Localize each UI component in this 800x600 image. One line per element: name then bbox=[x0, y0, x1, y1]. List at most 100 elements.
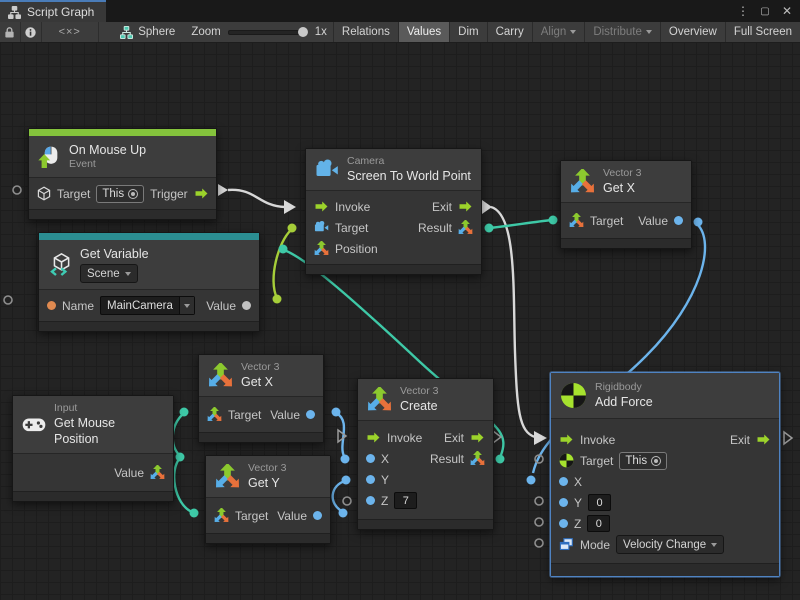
float-port-dot[interactable] bbox=[559, 477, 568, 486]
graph-breadcrumb[interactable]: Sphere bbox=[110, 26, 185, 39]
object-port-dot[interactable] bbox=[242, 301, 251, 310]
port-getx-mid-target-in[interactable] bbox=[180, 408, 189, 417]
wire-trigger-to-invoke bbox=[228, 190, 285, 207]
vector3-icon bbox=[207, 407, 222, 422]
port-create-y-in[interactable] bbox=[342, 476, 351, 485]
distribute-dropdown[interactable]: Distribute bbox=[584, 22, 660, 42]
port-camera-target-in[interactable] bbox=[288, 224, 297, 233]
code-view-button[interactable]: <×> bbox=[42, 22, 99, 42]
node-get-x-mid[interactable]: Vector 3 Get X Target Value bbox=[198, 354, 324, 443]
port-label-value: Value bbox=[277, 509, 307, 523]
mouse-up-icon bbox=[38, 145, 61, 168]
port-addforce-target-in-empty[interactable] bbox=[535, 455, 543, 463]
float-port-dot[interactable] bbox=[306, 410, 315, 419]
node-on-mouse-up[interactable]: On Mouse Up Event Target This Trigger bbox=[28, 128, 217, 220]
vector3-icon bbox=[570, 169, 595, 194]
variable-scope-dropdown[interactable]: Scene bbox=[80, 264, 138, 283]
vector3-icon bbox=[314, 241, 329, 256]
node-title: Get Y bbox=[248, 475, 287, 491]
inspect-button[interactable] bbox=[21, 22, 42, 42]
zoom-value: 1x bbox=[315, 26, 327, 38]
zoom-slider[interactable] bbox=[228, 30, 308, 35]
tab-script-graph[interactable]: Script Graph bbox=[0, 0, 106, 22]
vector3-icon bbox=[569, 213, 584, 228]
port-create-exit-out-empty[interactable] bbox=[493, 431, 501, 443]
zoom-slider-handle[interactable] bbox=[298, 27, 308, 37]
port-create-result-out[interactable] bbox=[496, 455, 505, 464]
port-getvar-name-in-empty[interactable] bbox=[4, 296, 12, 304]
z-value-input[interactable]: 0 bbox=[587, 515, 610, 532]
string-port-dot[interactable] bbox=[47, 301, 56, 310]
port-camera-exit-out[interactable] bbox=[482, 200, 492, 214]
dim-toggle[interactable]: Dim bbox=[449, 22, 486, 42]
node-screen-to-world-point[interactable]: Camera Screen To World Point Invoke Exit… bbox=[305, 148, 482, 275]
float-port-dot[interactable] bbox=[313, 511, 322, 520]
port-addforce-mode-in-empty[interactable] bbox=[535, 539, 543, 547]
full-screen-button[interactable]: Full Screen bbox=[725, 22, 800, 42]
target-picker-icon bbox=[651, 456, 661, 466]
node-get-y[interactable]: Vector 3 Get Y Target Value bbox=[205, 455, 331, 544]
port-camera-position-in[interactable] bbox=[279, 245, 288, 254]
camera-icon bbox=[315, 158, 339, 182]
vector3-icon bbox=[215, 464, 240, 489]
align-dropdown[interactable]: Align bbox=[532, 22, 585, 42]
variable-accent-bar bbox=[39, 233, 259, 240]
float-port-dot[interactable] bbox=[366, 454, 375, 463]
menu-icon[interactable]: ⋮ bbox=[734, 2, 752, 20]
port-trigger-out[interactable] bbox=[218, 184, 228, 196]
port-camera-result-out[interactable] bbox=[485, 224, 494, 233]
port-create-z-in-empty[interactable] bbox=[343, 497, 351, 505]
overview-button[interactable]: Overview bbox=[660, 22, 725, 42]
port-camera-invoke-in[interactable] bbox=[284, 200, 296, 214]
port-getx-mid-value-out[interactable] bbox=[332, 408, 341, 417]
port-addforce-z-in-empty[interactable] bbox=[535, 518, 543, 526]
port-label-invoke: Invoke bbox=[387, 431, 422, 445]
port-gety-target-in[interactable] bbox=[190, 509, 199, 518]
port-addforce-x-in[interactable] bbox=[527, 476, 536, 485]
lock-button[interactable] bbox=[0, 22, 21, 42]
node-get-x-top[interactable]: Vector 3 Get X Target Value bbox=[560, 160, 692, 249]
port-addforce-invoke-in[interactable] bbox=[534, 431, 547, 445]
port-omu-target-in-empty[interactable] bbox=[13, 186, 21, 194]
carry-toggle[interactable]: Carry bbox=[487, 22, 532, 42]
this-selector[interactable]: This bbox=[96, 185, 144, 203]
z-value-input[interactable]: 7 bbox=[394, 492, 417, 509]
chevron-down-icon bbox=[570, 30, 576, 34]
vector3-icon bbox=[470, 451, 485, 466]
this-selector[interactable]: This bbox=[619, 452, 667, 470]
port-getx-top-value-out[interactable] bbox=[694, 218, 703, 227]
gameobject-cube-icon bbox=[37, 186, 51, 201]
port-gety-value-out[interactable] bbox=[339, 509, 348, 518]
float-port-dot[interactable] bbox=[559, 519, 568, 528]
port-label-name: Name bbox=[62, 299, 94, 313]
port-addforce-y-in-empty[interactable] bbox=[535, 497, 543, 505]
relations-toggle[interactable]: Relations bbox=[333, 22, 398, 42]
float-port-dot[interactable] bbox=[674, 216, 683, 225]
node-get-mouse-position[interactable]: Input Get Mouse Position Value bbox=[12, 395, 174, 502]
graph-canvas[interactable]: On Mouse Up Event Target This Trigger bbox=[0, 42, 800, 600]
y-value-input[interactable]: 0 bbox=[588, 494, 611, 511]
port-mousepos-value-out[interactable] bbox=[176, 453, 185, 462]
close-icon[interactable]: ✕ bbox=[778, 2, 796, 20]
float-port-dot[interactable] bbox=[366, 496, 375, 505]
port-getx-top-target-in[interactable] bbox=[549, 216, 558, 225]
port-create-invoke-in-empty[interactable] bbox=[338, 430, 346, 442]
float-port-dot[interactable] bbox=[366, 475, 375, 484]
values-toggle[interactable]: Values bbox=[398, 22, 449, 42]
node-create-vector3[interactable]: Vector 3 Create Invoke Exit X Result bbox=[357, 378, 494, 530]
port-label-result: Result bbox=[418, 221, 452, 235]
control-arrow-icon bbox=[314, 201, 329, 212]
force-mode-dropdown[interactable]: Velocity Change bbox=[616, 535, 724, 554]
port-label-value: Value bbox=[270, 408, 300, 422]
maximize-icon[interactable]: ▢ bbox=[756, 2, 774, 20]
node-add-force[interactable]: Rigidbody Add Force Invoke Exit Target T… bbox=[550, 372, 780, 577]
node-get-variable[interactable]: Get Variable Scene Name MainCamera Value bbox=[38, 232, 260, 332]
float-port-dot[interactable] bbox=[559, 498, 568, 507]
variable-name-dropdown[interactable]: MainCamera bbox=[100, 296, 195, 315]
node-subtitle: Event bbox=[69, 158, 146, 171]
port-variable-value-out[interactable] bbox=[273, 295, 282, 304]
wire-exit-to-addforce bbox=[491, 207, 535, 437]
port-addforce-exit-out-empty[interactable] bbox=[784, 432, 792, 444]
vector3-icon bbox=[208, 363, 233, 388]
port-create-x-in[interactable] bbox=[341, 455, 350, 464]
